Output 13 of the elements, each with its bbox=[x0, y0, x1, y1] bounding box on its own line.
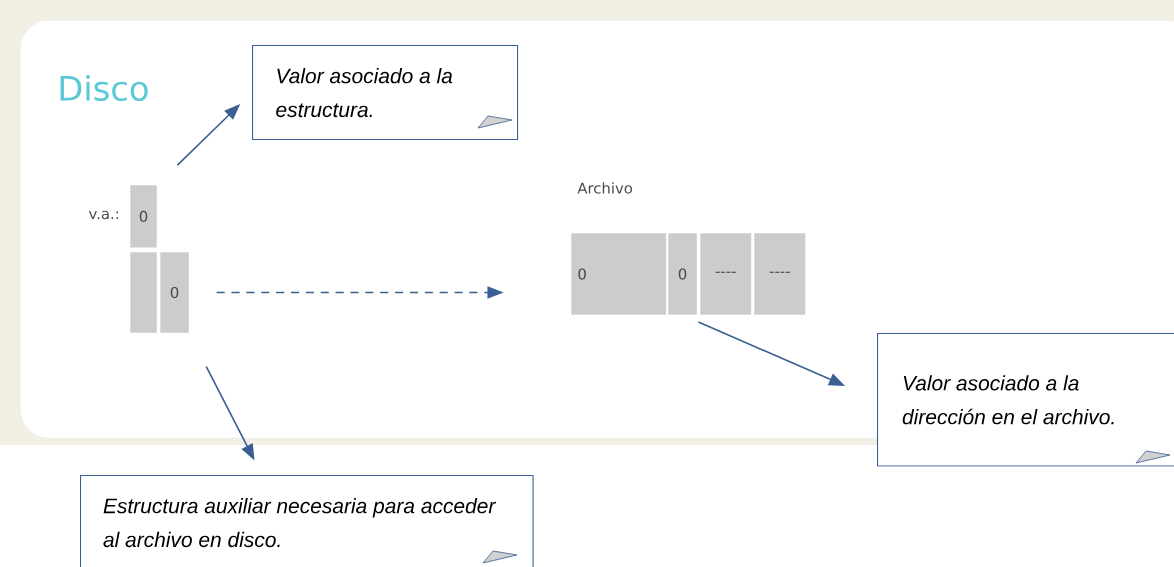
memory-cell bbox=[130, 252, 157, 333]
cell-label: v.a.: bbox=[88, 210, 118, 220]
memory-cell: 0 bbox=[160, 252, 189, 333]
memory-cell: ---- bbox=[700, 233, 752, 315]
callout-note: Valor asociado a la dirección en el archivo. bbox=[877, 333, 1174, 467]
node-label: 0 bbox=[678, 268, 687, 280]
memory-cell: 0 bbox=[130, 185, 157, 248]
memory-cell: ---- bbox=[754, 233, 806, 315]
callout-note: Estructura auxiliar necesaria para acceder al archivo en disco. bbox=[80, 475, 534, 567]
row-label: Archivo bbox=[577, 182, 633, 194]
panel-title: Disco bbox=[60, 74, 148, 102]
callout-note: Valor asociado a la estructura. bbox=[252, 45, 519, 141]
memory-cell: 0 bbox=[668, 233, 697, 315]
